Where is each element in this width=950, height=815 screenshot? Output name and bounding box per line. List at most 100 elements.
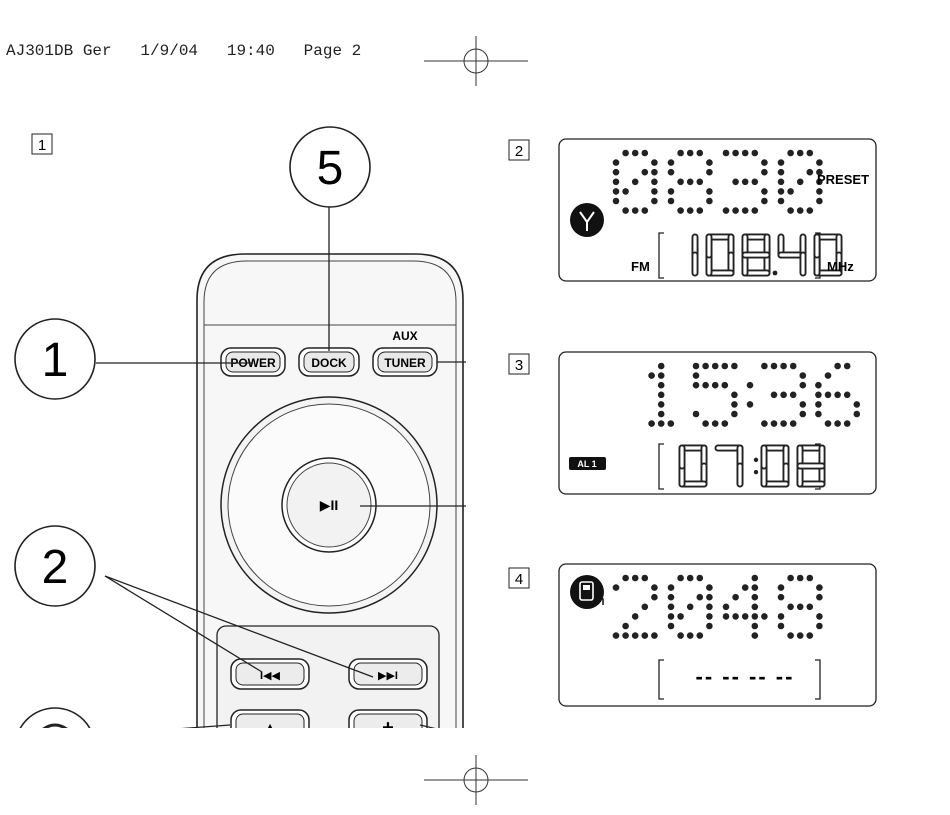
lcd-dot (751, 603, 759, 611)
up-button[interactable]: ▲ (230, 709, 310, 740)
lcd-dot (677, 207, 684, 214)
lcd-dot (641, 149, 649, 157)
lcd-dot (843, 391, 851, 399)
lcd-dot (622, 574, 629, 582)
display-3-lcd: AL 1 (558, 351, 877, 495)
figure-number-4: 4 (508, 567, 530, 589)
lcd-dot (787, 574, 794, 582)
lcd-dot (787, 632, 794, 639)
lcd-dot (732, 613, 739, 620)
lcd-dot (741, 207, 749, 214)
lcd-dot (612, 584, 620, 591)
lcd-dot (777, 584, 785, 591)
svg-text:1: 1 (42, 334, 69, 387)
lcd-dot (722, 207, 730, 214)
lcd-dot (686, 178, 694, 186)
lcd-dot (816, 593, 823, 601)
next-icon: ▶▶I (378, 670, 398, 682)
lcd-dot (751, 622, 759, 630)
tuner-button[interactable]: TUNER (372, 347, 438, 377)
figure-number-3: 3 (508, 353, 530, 375)
lcd-dot (853, 410, 861, 418)
lcd-dot (706, 197, 713, 205)
lcd-dot (746, 381, 754, 389)
lcd-dot (631, 613, 639, 620)
lcd-dot (677, 613, 684, 620)
lcd-dot (696, 574, 704, 582)
lcd-dot (657, 372, 665, 379)
lcd-dot (731, 401, 738, 408)
next-button[interactable]: ▶▶I (348, 658, 428, 690)
lcd-dot (667, 168, 675, 176)
callout-2: 2 (14, 525, 96, 607)
lcd-dot (780, 362, 787, 370)
callout-partial-digit (42, 723, 68, 728)
plus-button[interactable]: + (348, 709, 428, 740)
play-pause-button[interactable]: ▶II (281, 457, 377, 553)
lcd-dot (806, 632, 814, 639)
lcd-dot (799, 372, 807, 379)
lcd-dot (732, 149, 739, 157)
lcd-dot (815, 401, 822, 408)
power-button[interactable]: POWER (220, 347, 286, 377)
lcd-dot (696, 149, 704, 157)
lcd-dot (622, 207, 629, 214)
lcd-dot (686, 632, 694, 639)
lcd-dot (631, 207, 639, 214)
lcd-dot (706, 188, 713, 195)
callout-leader-lines (96, 207, 466, 678)
lcd-dot (657, 391, 665, 399)
lcd-dot (799, 401, 807, 408)
lcd-dot (722, 603, 730, 611)
lcd-dot (711, 381, 719, 389)
lcd-dot (777, 159, 785, 166)
lcd-dot (648, 420, 655, 427)
lcd-dot (711, 420, 719, 427)
lcd-dot (741, 584, 749, 591)
lcd-dot (667, 613, 675, 620)
lcd-dot (692, 381, 700, 389)
lcd-dot (834, 362, 841, 370)
play-pause-icon: ▶II (320, 497, 339, 513)
svg-text:AL 1: AL 1 (577, 459, 596, 469)
lcd-dot (731, 362, 738, 370)
registration-mark-bottom (424, 755, 528, 805)
display-4-secondary-dashes: -- -- -- -- (696, 664, 795, 689)
lcd-dot (751, 632, 759, 639)
lcd-dot (651, 197, 658, 205)
lcd-dot (651, 593, 658, 601)
lcd-dot (612, 188, 620, 195)
lcd-dot (751, 149, 759, 157)
lcd-dot (696, 593, 704, 601)
previous-button[interactable]: I◀◀ (230, 658, 310, 690)
callout-circle-partial (19, 707, 91, 728)
lcd-dot (692, 372, 700, 379)
lcd-dot (770, 362, 778, 370)
lcd-dot (789, 420, 797, 427)
lcd-dot (777, 613, 785, 620)
lcd-colon-dot (753, 469, 759, 475)
lcd-dot (612, 632, 620, 639)
lcd-dot (843, 420, 851, 427)
alarm-badge: AL 1 (569, 457, 606, 470)
lcd-dot (796, 632, 804, 639)
unit-label: MHz (827, 259, 854, 274)
lcd-dot (741, 613, 749, 620)
lcd-dot (796, 574, 804, 582)
lcd-dot (816, 584, 823, 591)
lcd-dot (706, 603, 713, 611)
lcd-dot (657, 401, 665, 408)
lcd-dot (799, 381, 807, 389)
lcd-dot (612, 159, 620, 166)
lcd-dot (731, 391, 738, 399)
dock-button[interactable]: DOCK (298, 347, 360, 377)
lcd-dot (777, 168, 785, 176)
lcd-dot (641, 168, 649, 176)
lcd-dot (806, 603, 814, 611)
display-4-main-digits (612, 574, 823, 639)
lcd-dot (631, 149, 639, 157)
dock-button-label: DOCK (311, 356, 347, 370)
band-label: FM (631, 259, 650, 274)
lcd-dot (622, 149, 629, 157)
